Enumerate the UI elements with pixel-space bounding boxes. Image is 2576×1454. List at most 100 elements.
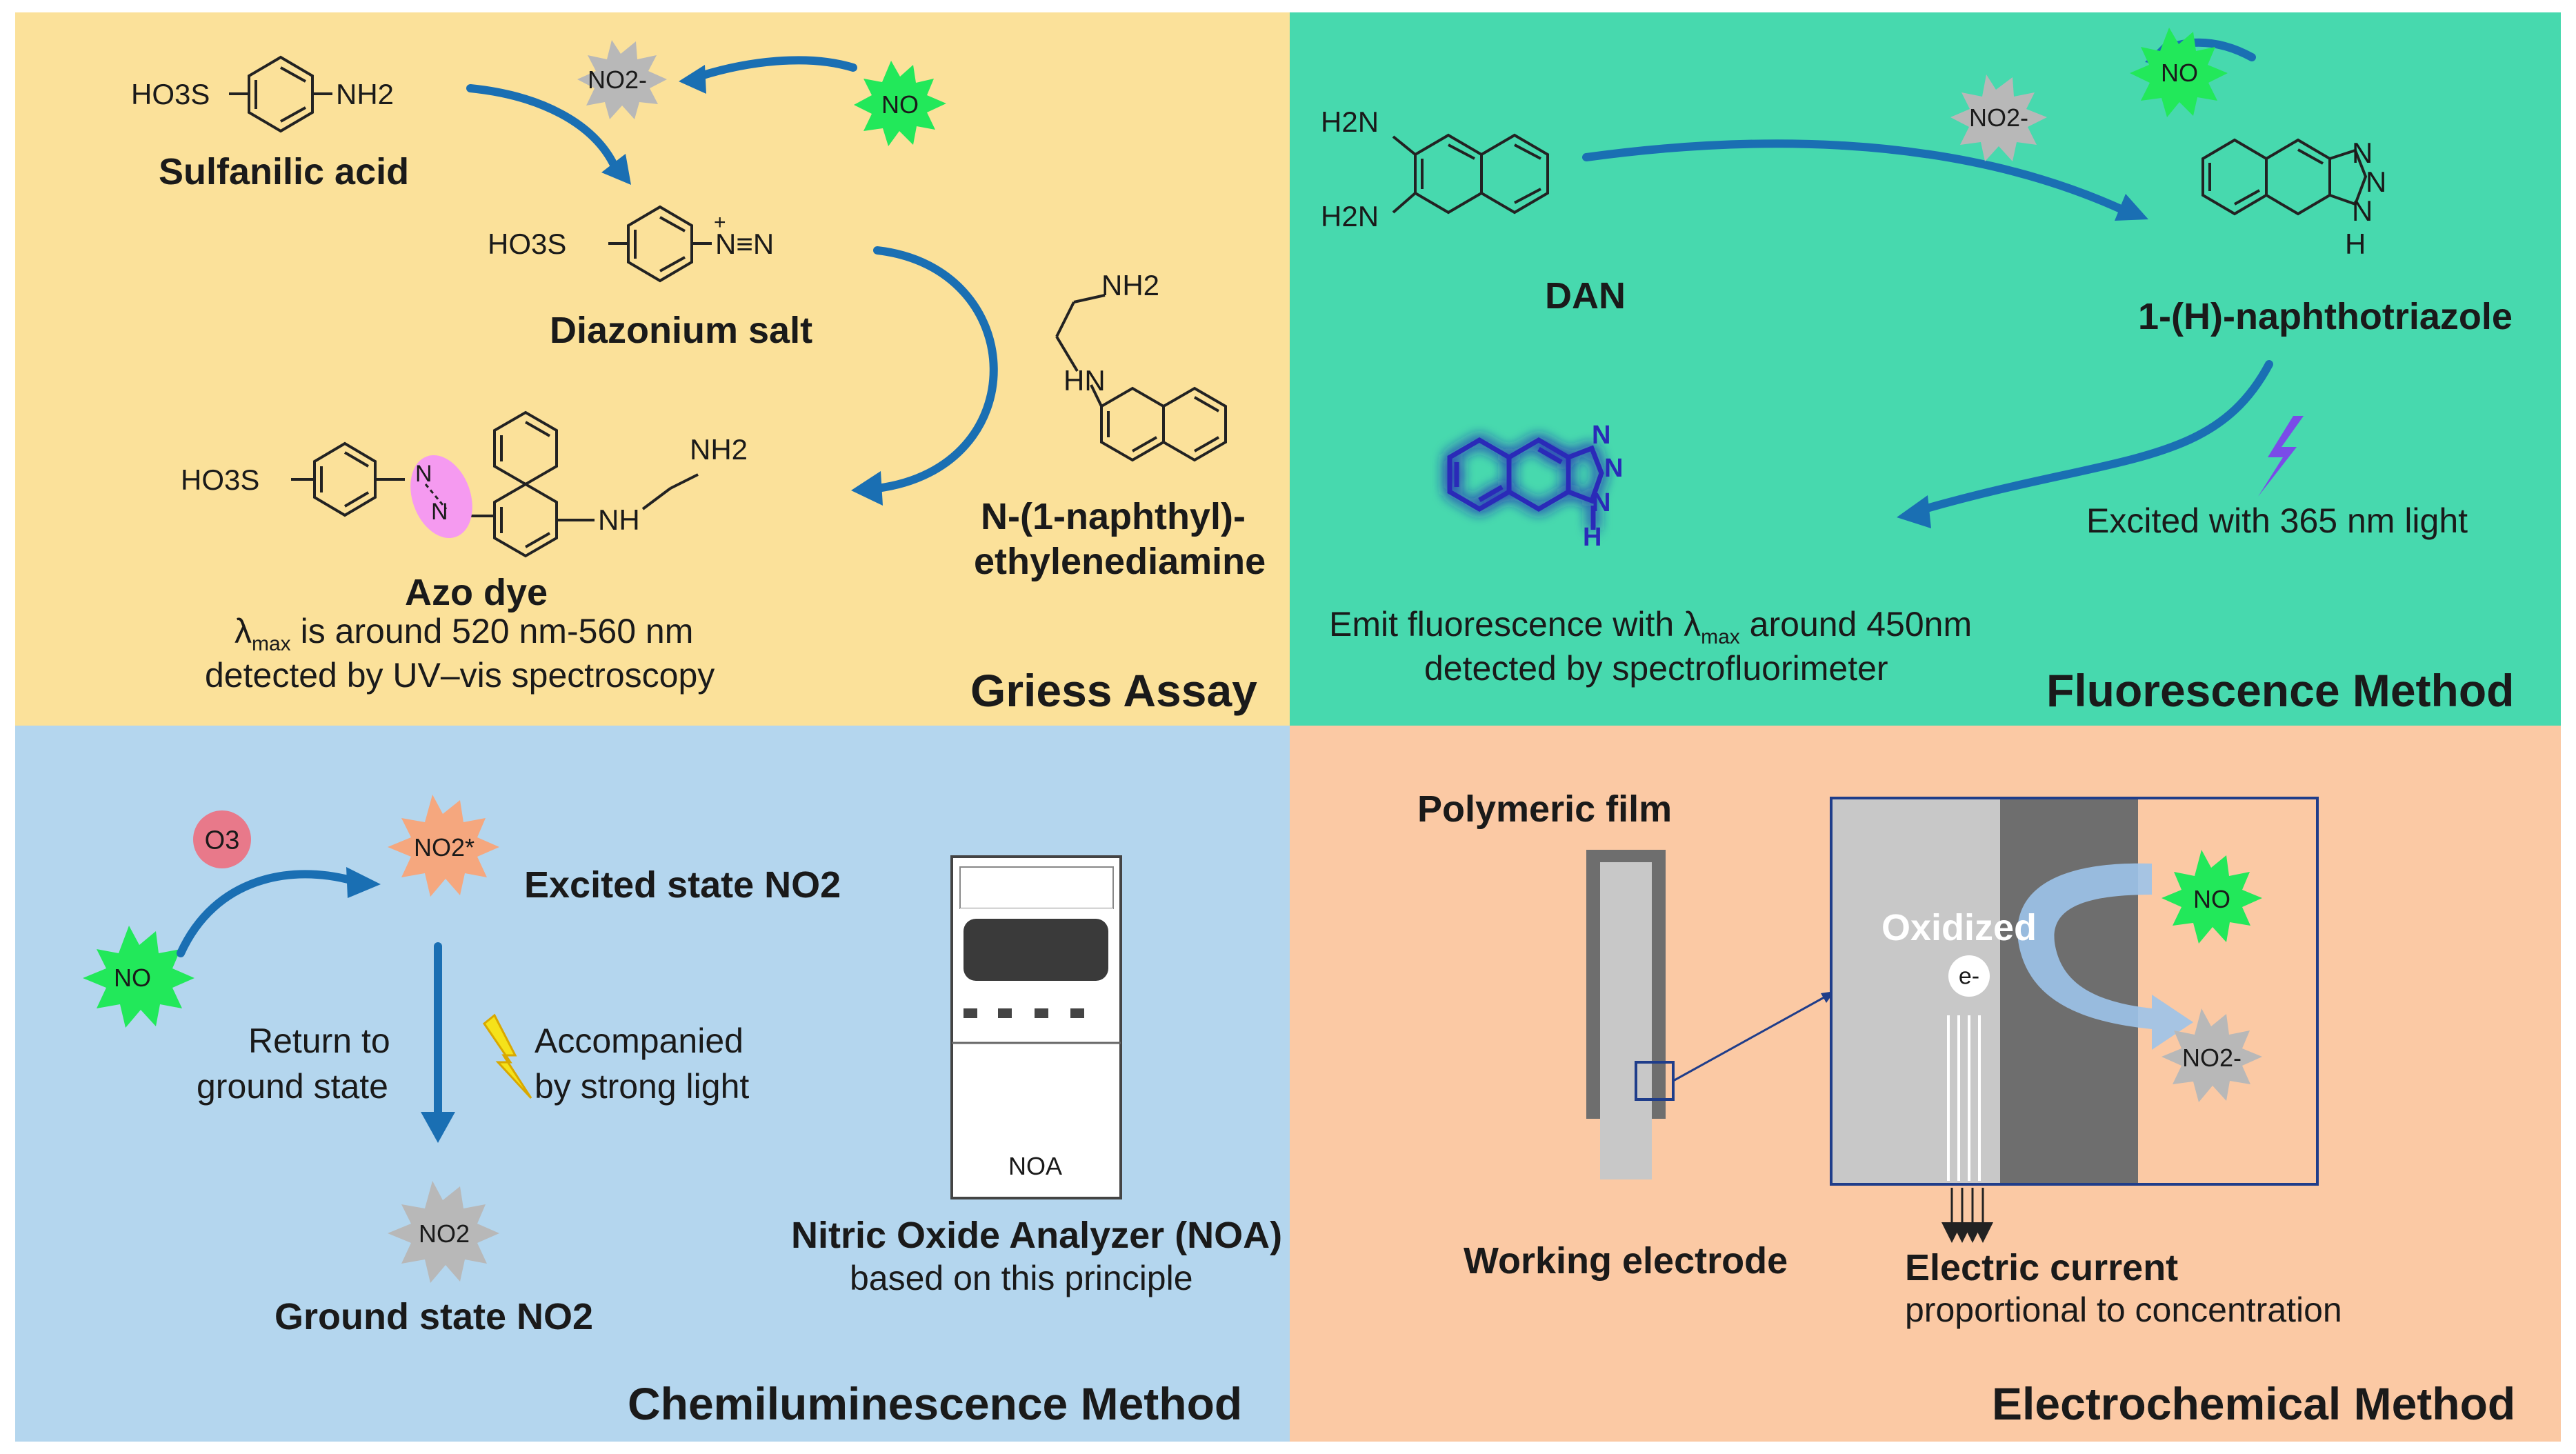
sulfanilic-formula-right: NH2 — [336, 78, 395, 110]
lambda-text: is around 520 nm-560 nm — [300, 612, 694, 650]
no2-ground-label: NO2 — [418, 1219, 470, 1248]
azo-nh2: NH2 — [690, 433, 748, 466]
arrow-no-to-no2-excited — [177, 870, 357, 957]
naphthyl-ring-a — [1100, 386, 1165, 462]
azo-n2: N — [431, 499, 448, 525]
fluorescence-title: Fluorescence Method — [2046, 665, 2515, 716]
emit-prefix: Emit fluorescence with λ — [1329, 605, 1701, 644]
noa-display — [963, 919, 1108, 981]
current-line2: proportional to concentration — [1905, 1291, 2342, 1329]
zoom-line — [1673, 993, 1830, 1082]
electrochemical-panel: Polymeric film Working electrode Oxidize… — [1290, 726, 2561, 1442]
arrow-diazonium-to-azo — [873, 246, 998, 492]
sulfanilic-acid-label: Sulfanilic acid — [159, 151, 410, 192]
griess-no-burst — [854, 61, 946, 146]
griess-no2-burst — [577, 40, 667, 119]
arrowhead-ground — [421, 1112, 455, 1143]
arrow-dan-to-triazole — [1582, 139, 2125, 213]
return-line1: Return to — [248, 1022, 390, 1060]
electrochemical-graphics — [1586, 797, 2319, 1243]
oxidized-label: Oxidized — [1881, 907, 2037, 948]
current-line1: Electric current — [1905, 1247, 2179, 1288]
glow-h: H — [1583, 523, 1602, 552]
analyzer-line2: based on this principle — [850, 1259, 1193, 1297]
fluorescence-panel: H2N H2N DAN NO2- NO N N N H 1-(H)-naphth… — [1290, 12, 2561, 726]
arrowhead-no2 — [679, 65, 706, 94]
glow-n3: N — [1592, 488, 1611, 517]
chemi-no-burst — [83, 926, 194, 1028]
return-line2: ground state — [197, 1067, 388, 1106]
accompanied-line1: Accompanied — [535, 1022, 743, 1060]
chemiluminescence-panel: O3 NO NO2* Excited state NO2 Return to g… — [15, 726, 1290, 1442]
working-electrode-label: Working electrode — [1464, 1240, 1788, 1282]
accompanied-line2: by strong light — [535, 1067, 750, 1106]
arrow-no-to-no2 — [690, 56, 857, 82]
triazole-label: 1-(H)-naphthotriazole — [2138, 296, 2513, 337]
arrow-sulfanilic-to-diazonium — [466, 84, 619, 172]
no2-ground-burst — [388, 1181, 499, 1283]
arrowhead-azo — [851, 471, 883, 506]
azo-nh: NH — [598, 504, 640, 536]
arrowhead-glow — [1897, 495, 1931, 528]
working-electrode-shape — [1600, 862, 1652, 1179]
dan-h2n-bottom: H2N — [1321, 200, 1379, 232]
azo-detected-line: detected by UV–vis spectroscopy — [205, 656, 715, 695]
ground-state-text: Ground state NO2 — [274, 1296, 594, 1337]
electro-no2-label: NO2- — [2181, 1044, 2242, 1072]
griess-assay-panel: HO3S NH2 Sulfanilic acid NO2- NO HO3S + … — [15, 12, 1290, 726]
noa-device-label: NOA — [1008, 1152, 1063, 1180]
dan-ring-a — [1414, 133, 1483, 215]
chemiluminescence-graphics — [83, 795, 1122, 1283]
glow-n1: N — [1592, 421, 1611, 450]
sulfanilic-formula-left: HO3S — [131, 78, 210, 110]
diazonium-formula-right: N≡N — [715, 228, 775, 260]
no2-excited-burst — [388, 795, 499, 897]
fluorescence-structures — [1392, 28, 2368, 530]
electro-no2-burst — [2161, 1008, 2262, 1102]
lightning-bolt-light — [482, 1013, 532, 1099]
fluor-no-burst — [2130, 28, 2228, 117]
emit-line1: Emit fluorescence with λmax around 450nm — [1329, 604, 1972, 649]
electron-label: e- — [1958, 963, 1980, 990]
azo-dye-label: Azo dye — [405, 572, 548, 613]
dan-label: DAN — [1545, 275, 1626, 317]
emit-subscript: max — [1701, 626, 1740, 648]
fluor-no2-label: NO2- — [1968, 103, 2029, 132]
excited-state-text: Excited state NO2 — [524, 864, 841, 906]
naphthyl-ring-b — [1162, 386, 1227, 462]
lightning-bolt-uv — [2258, 416, 2304, 497]
chemi-no-label: NO — [114, 964, 151, 992]
emit-suffix: around 450nm — [1739, 605, 1973, 644]
arrowhead-diazonium — [601, 154, 631, 185]
electrochemical-title: Electrochemical Method — [1992, 1378, 2516, 1429]
dan-ring-b — [1480, 133, 1549, 215]
fluor-no2-burst — [1950, 74, 2047, 161]
azo-bond-highlight — [410, 455, 472, 539]
o3-label: O3 — [204, 826, 240, 855]
azo-formula-left: HO3S — [181, 464, 260, 496]
diazonium-formula-left: HO3S — [488, 228, 567, 260]
azo-n1: N — [415, 461, 432, 487]
griess-structures — [229, 40, 1227, 558]
triazole-n2: N — [2366, 166, 2387, 198]
diazonium-salt-label: Diazonium salt — [550, 310, 813, 351]
electro-no-burst — [2161, 850, 2262, 944]
griess-no2-label: NO2- — [587, 66, 648, 94]
diazonium-charge: + — [714, 211, 726, 234]
triazole-n3: N — [2352, 195, 2373, 227]
no2-excited-label: NO2* — [413, 833, 475, 862]
oxidation-arrow — [2017, 863, 2193, 1050]
solution-layer — [2138, 799, 2316, 1183]
griess-no-label: NO — [881, 90, 919, 119]
azo-benzene-ring — [313, 441, 377, 517]
arrowhead-triazole — [2115, 194, 2148, 221]
diazonium-benzene-ring — [627, 205, 693, 283]
lambda-symbol: λ — [234, 612, 252, 650]
polymeric-film-label: Polymeric film — [1417, 788, 1673, 830]
fluor-no-label: NO — [2161, 59, 2198, 87]
glow-n2: N — [1604, 454, 1624, 483]
azo-naphthyl-ring-b — [493, 482, 558, 558]
naphthyl-name-line1: N-(1-naphthyl)- — [981, 496, 1246, 537]
lambda-subscript: max — [252, 633, 291, 655]
arrow-triazole-to-glow — [1920, 360, 2273, 513]
